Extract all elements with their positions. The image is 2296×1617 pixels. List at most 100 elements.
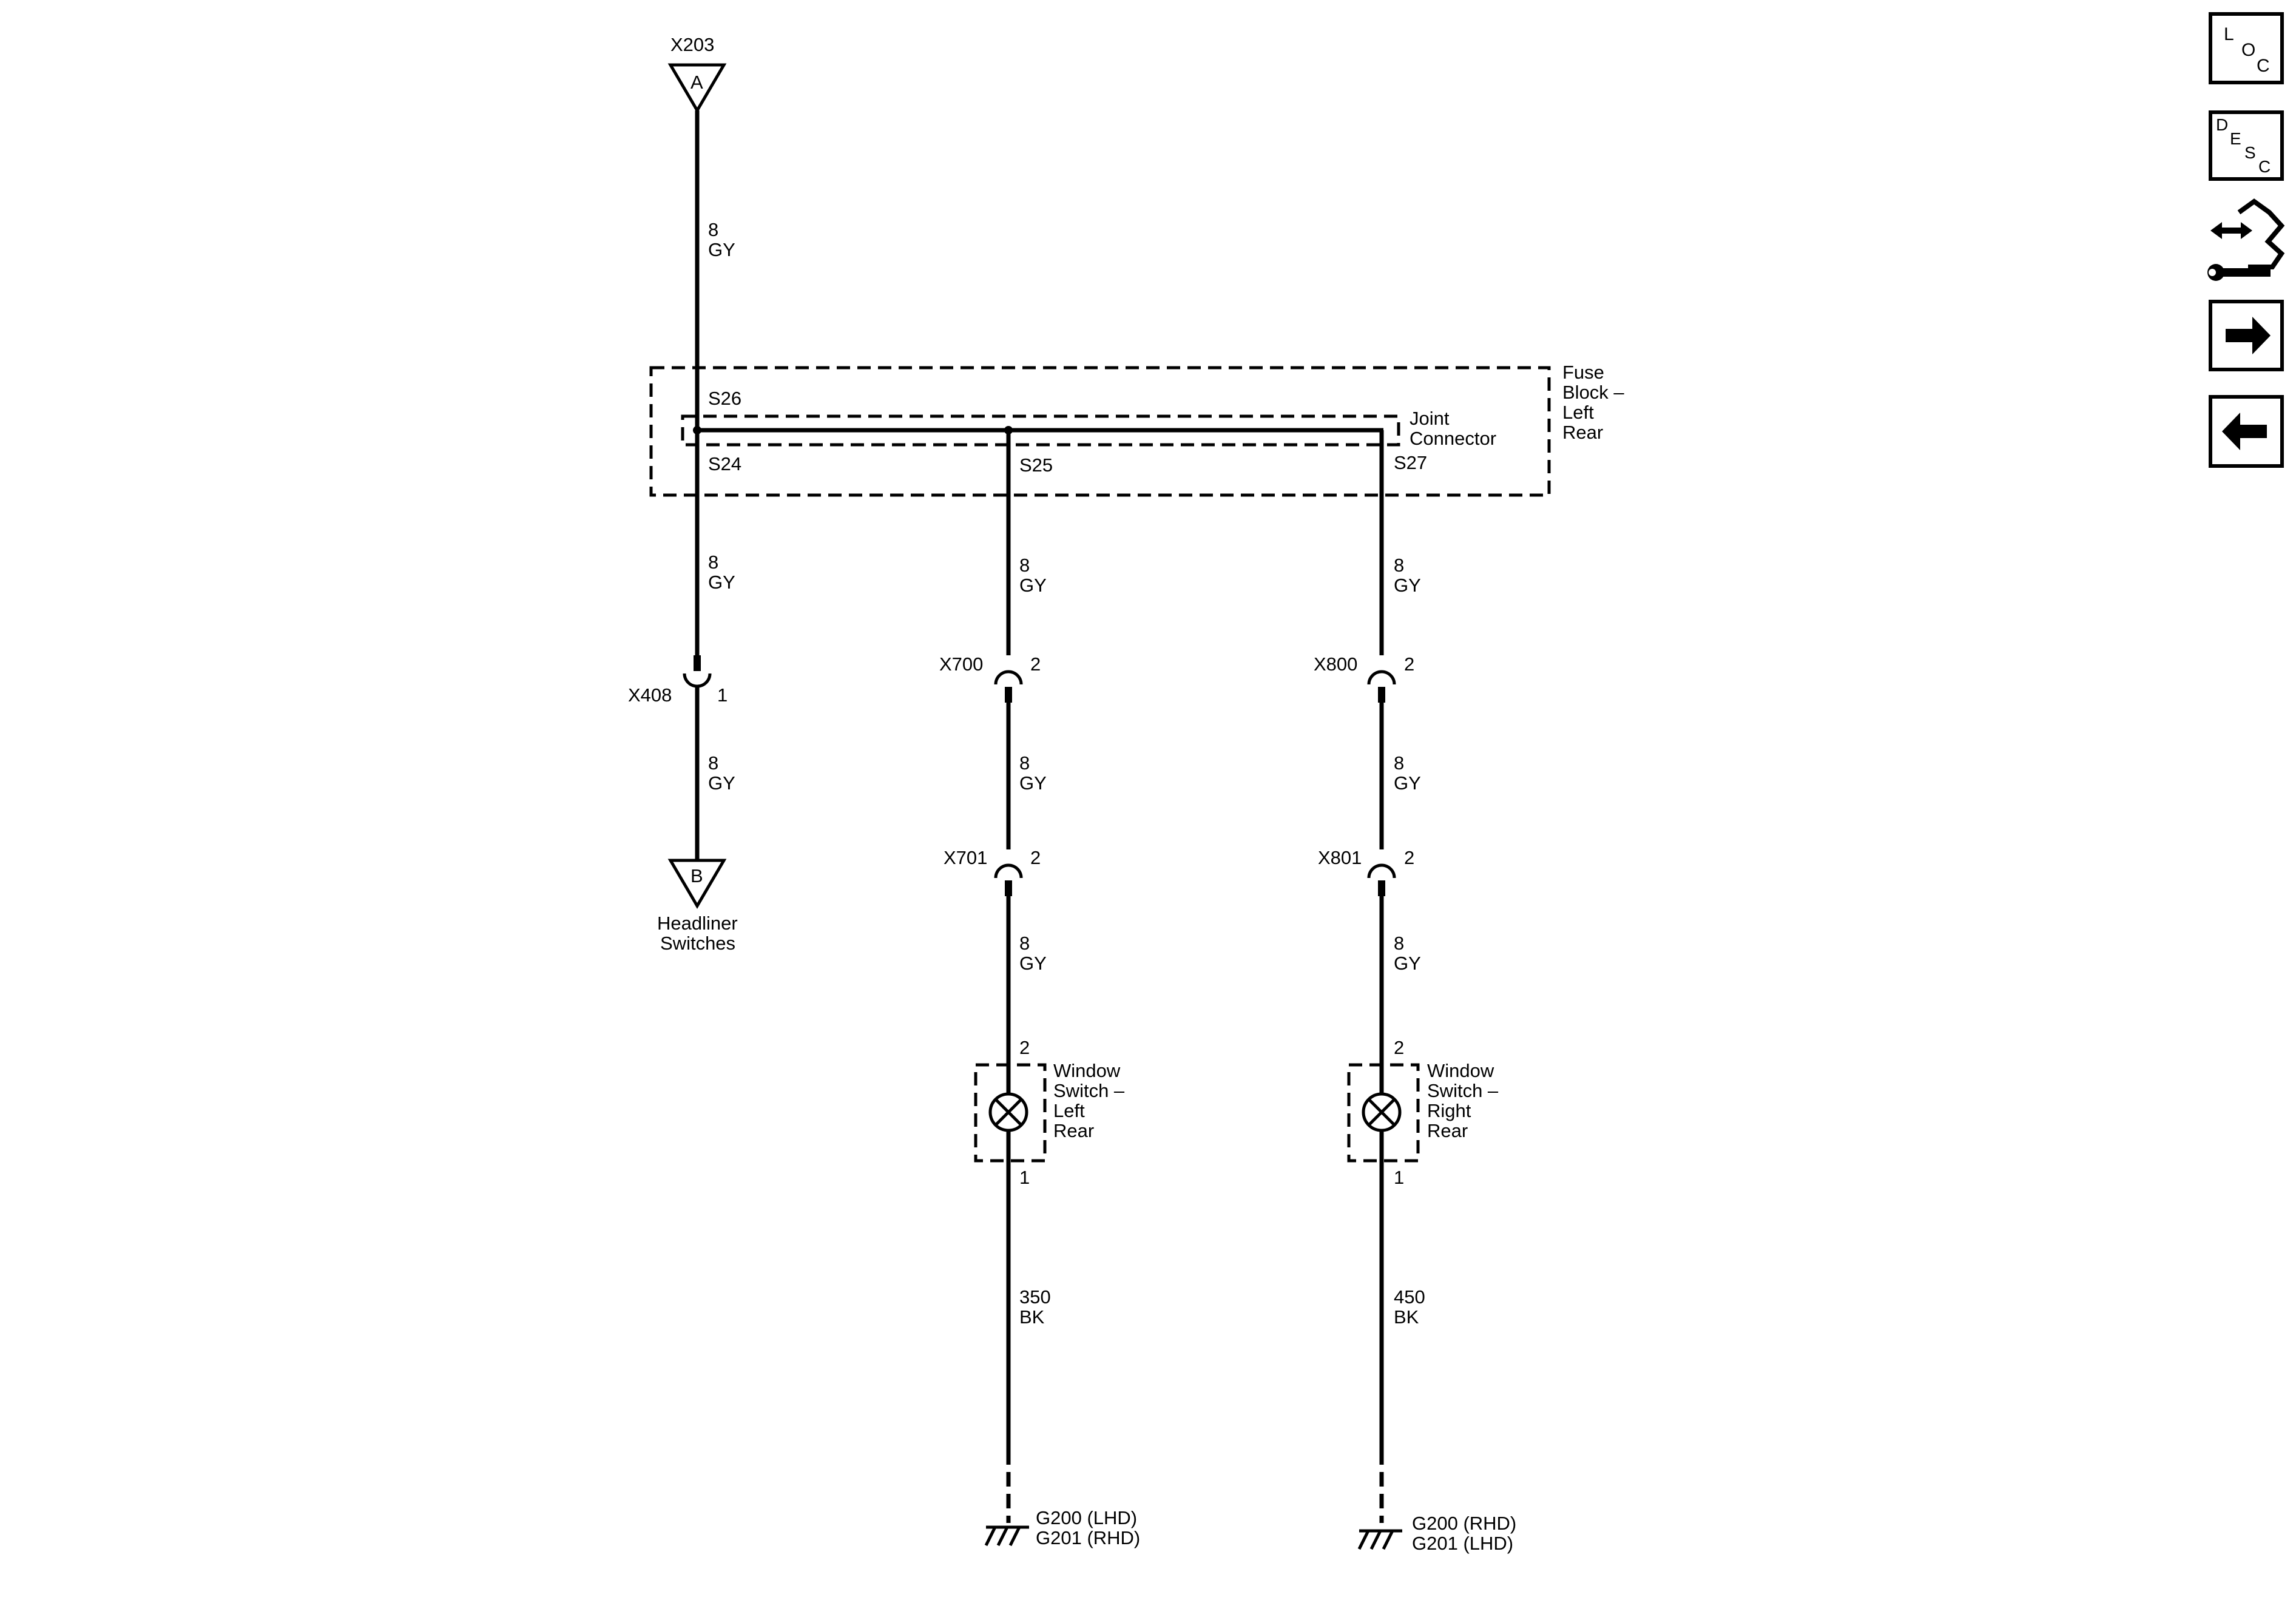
next-page-button[interactable] <box>2209 300 2284 371</box>
previous-page-button[interactable] <box>2209 395 2284 468</box>
connector-x701: X701 2 <box>944 847 1041 896</box>
connector-cup <box>994 863 1023 879</box>
connector-pin <box>1005 687 1012 703</box>
splice-label: S24 <box>708 453 741 474</box>
connector-x800: X800 2 <box>1314 653 1414 703</box>
wire-size-label: 8 <box>1019 933 1030 954</box>
headliner-label: Headliner <box>657 913 738 934</box>
wire-size-label: 8 <box>708 752 718 774</box>
connector-pin <box>694 655 701 671</box>
wire-color-label: GY <box>1019 953 1047 974</box>
switch-label: Switch – <box>1053 1080 1125 1101</box>
loc-letter: C <box>2257 56 2270 76</box>
lamp-cross <box>994 1098 1022 1126</box>
ground-symbol-left: G200 (LHD) G201 (RHD) <box>984 1507 1140 1548</box>
switch-label: Left <box>1053 1100 1085 1121</box>
splice-dot <box>693 426 701 434</box>
ground-symbol-right: G200 (RHD) G201 (LHD) <box>1357 1513 1516 1554</box>
switch-label: Window <box>1053 1060 1121 1081</box>
wire-size-label: 8 <box>1394 752 1404 774</box>
fuse-block-outline <box>649 366 1551 497</box>
switch-label: Window <box>1427 1060 1494 1081</box>
ground-tick <box>1382 1530 1394 1550</box>
ground-tick <box>1369 1530 1382 1550</box>
loc-button-frame <box>2209 12 2284 84</box>
wire-color-label: GY <box>1394 575 1421 596</box>
splice-label: S26 <box>708 388 741 409</box>
wire-size-label: 8 <box>1019 555 1030 576</box>
connector-x408: X408 1 <box>628 655 728 706</box>
desc-letter: S <box>2244 143 2256 162</box>
connector-pin <box>1378 880 1385 896</box>
connector-headliner: B Headliner Switches <box>657 859 738 954</box>
connector-x700: X700 2 <box>939 653 1041 703</box>
switch-pin-label: 2 <box>1394 1037 1404 1058</box>
connector-x800-label: X800 <box>1314 653 1357 675</box>
wire-color-label: BK <box>1394 1306 1419 1328</box>
ground-label: G200 (LHD) <box>1036 1507 1137 1528</box>
wire-size-label: 350 <box>1019 1286 1051 1308</box>
connector-x801-label: X801 <box>1318 847 1362 868</box>
fuse-block-label: Left <box>1562 402 1594 423</box>
wrench-jaw <box>2209 269 2216 276</box>
connector-x408-pin: 1 <box>717 684 728 706</box>
headliner-label: Switches <box>660 933 735 954</box>
wire-color-label: GY <box>708 239 735 260</box>
lamp-cross <box>1368 1098 1396 1126</box>
splice-label: S25 <box>1019 454 1053 476</box>
wire-color-label: BK <box>1019 1306 1045 1328</box>
connector-headliner-pin: B <box>690 865 703 886</box>
repair-arrow-head <box>2210 222 2222 239</box>
repair-connector-outline <box>2237 198 2285 269</box>
switch-label: Rear <box>1053 1120 1094 1141</box>
loc-letter: L <box>2224 24 2234 44</box>
connector-repair-icon[interactable] <box>2207 198 2285 281</box>
fuse-block-label: Fuse <box>1562 362 1604 383</box>
ground-label: G201 (LHD) <box>1412 1533 1513 1554</box>
wire-color-label: GY <box>1019 575 1047 596</box>
window-switch-right-rear: 2 Window Switch – Right Rear 1 <box>1347 1037 1499 1188</box>
window-switch-left-rear: 2 Window Switch – Left Rear 1 <box>974 1037 1125 1188</box>
connector-pin <box>1378 687 1385 703</box>
joint-connector-label: Connector <box>1410 428 1496 449</box>
wire-color-label: GY <box>708 572 735 593</box>
off-page-arrow-b <box>667 859 727 909</box>
connector-x800-pin: 2 <box>1404 653 1414 675</box>
switch-pin-label: 1 <box>1394 1167 1404 1188</box>
ground-tick <box>996 1526 1009 1547</box>
connector-x700-pin: 2 <box>1030 653 1041 675</box>
wire-size-label: 8 <box>1019 752 1030 774</box>
wire-size-label: 8 <box>1394 555 1404 576</box>
switch-pin-label: 2 <box>1019 1037 1030 1058</box>
repair-arrow-head <box>2241 222 2252 239</box>
connector-cup <box>994 670 1023 685</box>
fuse-block-label: Rear <box>1562 422 1603 443</box>
wire-color-label: GY <box>1394 953 1421 974</box>
joint-connector-outline <box>681 414 1400 447</box>
ground-label: G201 (RHD) <box>1036 1527 1140 1548</box>
connector-x701-label: X701 <box>944 847 987 868</box>
connector-pin <box>1005 880 1012 896</box>
connector-x801: X801 2 <box>1318 847 1414 896</box>
connector-x203-label: X203 <box>670 34 714 55</box>
connector-cup <box>683 673 712 688</box>
connector-x801-pin: 2 <box>1404 847 1414 868</box>
switch-pin-label: 1 <box>1019 1167 1030 1188</box>
wire-color-label: GY <box>708 772 735 794</box>
switch-label: Rear <box>1427 1120 1468 1141</box>
loc-letter: O <box>2241 40 2255 60</box>
off-page-arrow-a <box>667 63 727 113</box>
wire-color-label: GY <box>1394 772 1421 794</box>
connector-x408-label: X408 <box>628 684 672 706</box>
desc-button[interactable]: D E S C <box>2209 110 2284 181</box>
ground-tick <box>1008 1526 1021 1547</box>
connector-x700-label: X700 <box>939 653 983 675</box>
switch-label: Switch – <box>1427 1080 1499 1101</box>
ground-tick <box>1357 1530 1370 1550</box>
loc-button[interactable]: L O C <box>2209 12 2284 84</box>
desc-letter: C <box>2258 157 2271 176</box>
connector-x203: X203 A <box>667 34 727 113</box>
arrow-right-icon <box>2226 317 2271 354</box>
connector-x203-pin: A <box>690 72 703 93</box>
